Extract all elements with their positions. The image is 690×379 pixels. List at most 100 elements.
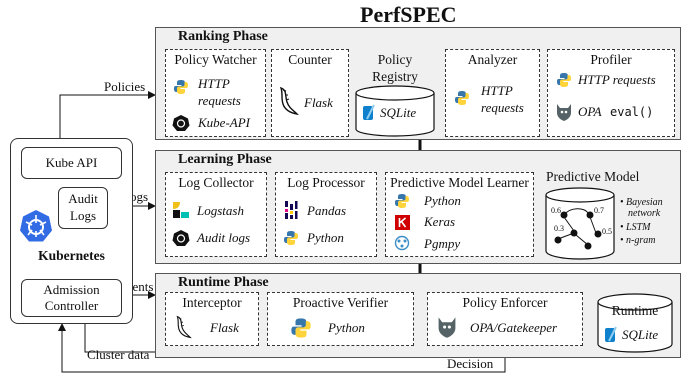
python-icon bbox=[557, 73, 571, 87]
flask-icon bbox=[279, 86, 299, 116]
log-processor-title: Log Processor bbox=[287, 175, 365, 190]
python-text: Python bbox=[424, 193, 461, 208]
opa-text: OPA bbox=[578, 104, 602, 119]
ranking-phase: Ranking Phase Policy Watcher HTTP reques… bbox=[155, 27, 681, 140]
keras-text: Keras bbox=[424, 214, 456, 229]
opa-gatekeeper-text: OPA/Gatekeeper bbox=[470, 320, 558, 335]
policy-registry[interactable]: Policy Registry SQLite bbox=[354, 49, 436, 137]
decision-label: Decision bbox=[447, 356, 494, 371]
runtime-phase-title: Runtime Phase bbox=[178, 275, 269, 290]
decision-arrow bbox=[58, 323, 506, 373]
admission-label-2: Controller bbox=[44, 298, 99, 313]
http-requests-text: HTTP requests bbox=[578, 72, 656, 87]
kubernetes-icon bbox=[172, 230, 190, 246]
kubernetes-icon bbox=[172, 115, 190, 131]
page-title: PerfSPEC bbox=[360, 2, 457, 27]
opa-icon bbox=[557, 104, 571, 121]
runtime-phase: Runtime Phase Interceptor Flask Proactiv… bbox=[155, 273, 681, 358]
audit-logs-text: Audit logs bbox=[197, 230, 251, 245]
kube-api-label: Kube API bbox=[45, 155, 98, 170]
policy-registry-title-2: Registry bbox=[372, 69, 418, 84]
python-text: Python bbox=[328, 320, 365, 335]
log-processor-box[interactable]: Log Processor Pandas Python bbox=[275, 172, 377, 257]
logstash-icon bbox=[173, 202, 189, 218]
learning-phase: Learning Phase Log Collector Logstash Au… bbox=[155, 150, 681, 264]
kube-api-box[interactable]: Kube API bbox=[21, 147, 122, 179]
keras-icon bbox=[395, 215, 410, 230]
interceptor-box[interactable]: Interceptor Flask bbox=[165, 292, 259, 346]
python-text: Python bbox=[307, 230, 344, 245]
bullet-item: network bbox=[628, 208, 661, 219]
audit-logs-label-2: Logs bbox=[70, 208, 96, 223]
runtime-db[interactable]: Runtime SQLite bbox=[596, 292, 674, 354]
database-cylinder-icon bbox=[355, 85, 435, 137]
python-icon bbox=[291, 318, 311, 338]
bullet-item: • n-gram bbox=[620, 235, 656, 246]
flask-text: Flask bbox=[210, 320, 239, 335]
profiler-title: Profiler bbox=[590, 52, 632, 67]
bullet-item: • LSTM bbox=[620, 222, 651, 233]
profiler-box[interactable]: Profiler HTTP requests OPA eval() bbox=[547, 49, 675, 137]
kubernetes-label: Kubernetes bbox=[38, 248, 105, 263]
requests-text: requests bbox=[198, 93, 241, 108]
pgmpy-text: Pgmpy bbox=[424, 236, 461, 251]
kubernetes-panel: Kube API Audit Logs Kubernetes Admission… bbox=[10, 138, 133, 324]
sqlite-text: SQLite bbox=[380, 105, 417, 120]
audit-logs-label-1: Audit bbox=[68, 191, 98, 206]
policies-arrow bbox=[59, 91, 156, 143]
python-icon bbox=[174, 80, 188, 94]
model-cylinder-icon bbox=[545, 187, 615, 260]
learning-phase-title: Learning Phase bbox=[178, 152, 272, 167]
edge-label: 0.3 bbox=[554, 224, 564, 233]
interceptor-title: Interceptor bbox=[182, 295, 242, 310]
runtime-db-cylinder-icon bbox=[597, 293, 673, 353]
policies-label: Policies bbox=[104, 79, 146, 94]
policy-watcher-box[interactable]: Policy Watcher HTTP requests Kube-API bbox=[165, 49, 266, 137]
predictive-model-title: Predictive Model bbox=[546, 169, 640, 184]
cluster-data-label: Cluster data bbox=[87, 347, 150, 362]
counter-title: Counter bbox=[288, 52, 332, 67]
proactive-verifier-box[interactable]: Proactive Verifier Python bbox=[267, 292, 414, 346]
python-icon bbox=[284, 231, 298, 245]
pgmpy-icon bbox=[394, 235, 410, 251]
opa-icon bbox=[438, 317, 456, 338]
pandas-icon bbox=[285, 201, 298, 219]
log-collector-title: Log Collector bbox=[178, 175, 254, 190]
audit-logs-box[interactable]: Audit Logs bbox=[58, 187, 108, 229]
admission-controller-box[interactable]: Admission Controller bbox=[21, 279, 122, 317]
policy-enforcer-title: Policy Enforcer bbox=[462, 295, 548, 310]
ranking-phase-title: Ranking Phase bbox=[178, 29, 268, 44]
python-icon bbox=[395, 194, 409, 208]
proactive-verifier-title: Proactive Verifier bbox=[292, 295, 389, 310]
edge-label: 0.5 bbox=[602, 227, 612, 236]
analyzer-box[interactable]: Analyzer HTTP requests bbox=[445, 49, 540, 137]
policy-watcher-title: Policy Watcher bbox=[174, 52, 257, 67]
sqlite-text: SQLite bbox=[622, 327, 659, 342]
kube-api-text: Kube-API bbox=[198, 115, 250, 130]
edge-label: 0.6 bbox=[551, 206, 561, 215]
policy-registry-title-1: Policy bbox=[377, 52, 413, 67]
pandas-text: Pandas bbox=[307, 203, 346, 218]
bullet-item: • Bayesian bbox=[620, 197, 663, 208]
predictive-model[interactable]: Predictive Model 0.6 0.7 0.3 0.5 • Bayes… bbox=[540, 169, 676, 261]
pml-title: Predictive Model Learner bbox=[390, 175, 529, 190]
log-collector-box[interactable]: Log Collector Logstash Audit logs bbox=[165, 172, 267, 257]
runtime-db-title: Runtime bbox=[611, 303, 659, 318]
policy-enforcer-box[interactable]: Policy Enforcer OPA/Gatekeeper bbox=[427, 292, 583, 346]
logstash-text: Logstash bbox=[197, 203, 244, 218]
sqlite-icon bbox=[605, 326, 617, 342]
requests-text: requests bbox=[481, 100, 524, 115]
eval-text: eval() bbox=[610, 105, 654, 119]
counter-box[interactable]: Counter Flask bbox=[271, 49, 349, 137]
sqlite-icon bbox=[363, 104, 375, 120]
http-text: HTTP bbox=[198, 76, 230, 91]
http-text: HTTP bbox=[481, 83, 513, 98]
flask-icon bbox=[176, 315, 192, 339]
predictive-model-learner-box[interactable]: Predictive Model Learner Python Keras Pg… bbox=[385, 172, 534, 257]
python-icon bbox=[455, 91, 469, 105]
analyzer-title: Analyzer bbox=[467, 52, 518, 67]
kubernetes-icon bbox=[20, 210, 52, 242]
flask-text: Flask bbox=[304, 95, 333, 110]
edge-label: 0.7 bbox=[594, 206, 604, 215]
admission-label-1: Admission bbox=[43, 282, 100, 297]
